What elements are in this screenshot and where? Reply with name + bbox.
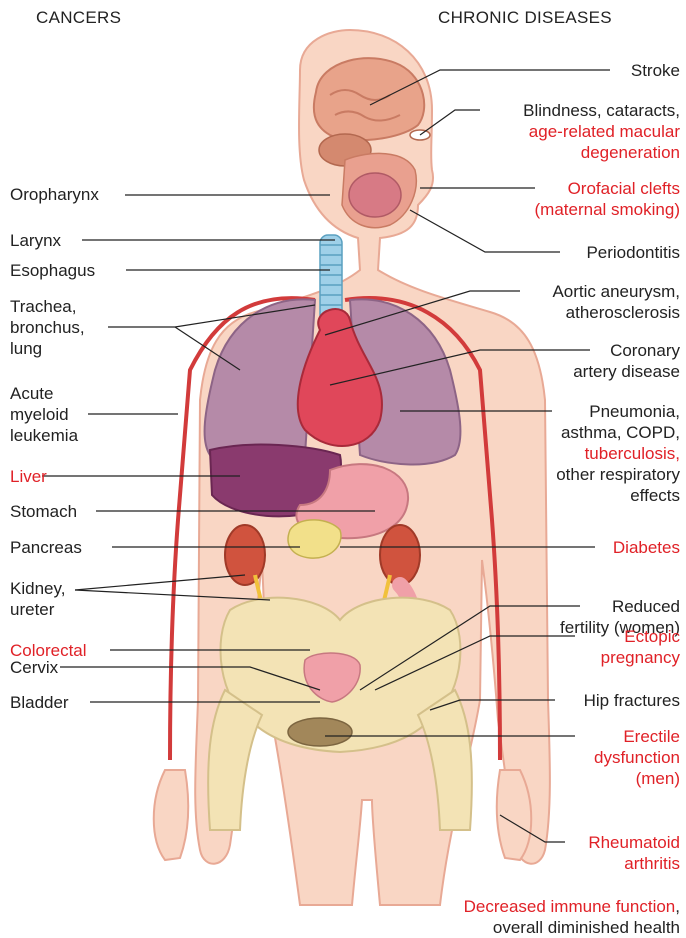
label-orofacial: Orofacial clefts(maternal smoking) (535, 178, 681, 220)
label-bladder-line: Bladder (10, 692, 69, 713)
pancreas (288, 520, 341, 558)
label-erectile-line: (men) (594, 768, 680, 789)
label-bladder: Bladder (10, 692, 69, 713)
label-leukemia-line: myeloid (10, 404, 78, 425)
label-stroke: Stroke (631, 60, 680, 81)
tongue (349, 173, 401, 217)
label-blindness-line: age-related macular (523, 121, 680, 142)
footer-text: , (675, 897, 680, 916)
label-larynx: Larynx (10, 230, 61, 251)
hand-right (154, 770, 189, 860)
label-esophagus-line: Esophagus (10, 260, 95, 281)
label-liver: Liver (10, 466, 47, 487)
kidney-left (380, 525, 420, 585)
label-cervix: Cervix (10, 657, 58, 678)
hand-left (497, 770, 532, 860)
label-diabetes: Diabetes (613, 537, 680, 558)
label-cervix-line: Cervix (10, 657, 58, 678)
label-aortic: Aortic aneurysm,atherosclerosis (552, 281, 680, 323)
label-liver-line: Liver (10, 466, 47, 487)
label-oropharynx-line: Oropharynx (10, 184, 99, 205)
label-coronary-line: artery disease (573, 361, 680, 382)
label-rheumatoid-line: arthritis (588, 853, 680, 874)
label-pneumonia-line: effects (556, 485, 680, 506)
label-lung: Trachea,bronchus,lung (10, 296, 85, 359)
label-stroke-line: Stroke (631, 60, 680, 81)
footer-line: Decreased immune function, (464, 896, 680, 917)
label-ectopic-line: Ectopic (601, 626, 680, 647)
label-lung-line: bronchus, (10, 317, 85, 338)
label-pneumonia-line: asthma, COPD, (556, 422, 680, 443)
label-periodontitis-line: Periodontitis (586, 242, 680, 263)
label-coronary: Coronaryartery disease (573, 340, 680, 382)
label-fertility-line: Reduced (560, 596, 680, 617)
label-rheumatoid-line: Rheumatoid (588, 832, 680, 853)
label-kidney: Kidney,ureter (10, 578, 65, 620)
label-aortic-line: Aortic aneurysm, (552, 281, 680, 302)
label-orofacial-line: (maternal smoking) (535, 199, 681, 220)
label-leukemia-line: Acute (10, 383, 78, 404)
label-pancreas: Pancreas (10, 537, 82, 558)
label-pneumonia-line: other respiratory (556, 464, 680, 485)
label-pancreas-line: Pancreas (10, 537, 82, 558)
label-kidney-line: Kidney, (10, 578, 65, 599)
label-erectile-line: dysfunction (594, 747, 680, 768)
label-kidney-line: ureter (10, 599, 65, 620)
label-blindness: Blindness, cataracts,age-related macular… (523, 100, 680, 163)
header-chronic-diseases: CHRONIC DISEASES (438, 8, 612, 28)
footer-note: Decreased immune function,overall dimini… (464, 896, 680, 938)
label-stomach-line: Stomach (10, 501, 77, 522)
label-oropharynx: Oropharynx (10, 184, 99, 205)
label-larynx-line: Larynx (10, 230, 61, 251)
footer-text: overall diminished health (493, 918, 680, 937)
label-hip-line: Hip fractures (584, 690, 680, 711)
header-cancers: CANCERS (36, 8, 121, 28)
label-esophagus: Esophagus (10, 260, 95, 281)
label-hip: Hip fractures (584, 690, 680, 711)
label-orofacial-line: Orofacial clefts (535, 178, 681, 199)
label-erectile-line: Erectile (594, 726, 680, 747)
label-lung-line: lung (10, 338, 85, 359)
label-blindness-line: Blindness, cataracts, (523, 100, 680, 121)
label-blindness-line: degeneration (523, 142, 680, 163)
label-leukemia-line: leukemia (10, 425, 78, 446)
footer-line: overall diminished health (464, 917, 680, 938)
label-aortic-line: atherosclerosis (552, 302, 680, 323)
label-pneumonia: Pneumonia,asthma, COPD,tuberculosis,othe… (556, 401, 680, 506)
label-coronary-line: Coronary (573, 340, 680, 361)
label-periodontitis: Periodontitis (586, 242, 680, 263)
bladder (288, 718, 352, 746)
label-lung-line: Trachea, (10, 296, 85, 317)
label-ectopic-line: pregnancy (601, 647, 680, 668)
label-diabetes-line: Diabetes (613, 537, 680, 558)
footer-text: Decreased immune function (464, 897, 676, 916)
femur-right (208, 690, 262, 830)
label-pneumonia-line: Pneumonia, (556, 401, 680, 422)
label-pneumonia-line: tuberculosis, (556, 443, 680, 464)
label-stomach: Stomach (10, 501, 77, 522)
